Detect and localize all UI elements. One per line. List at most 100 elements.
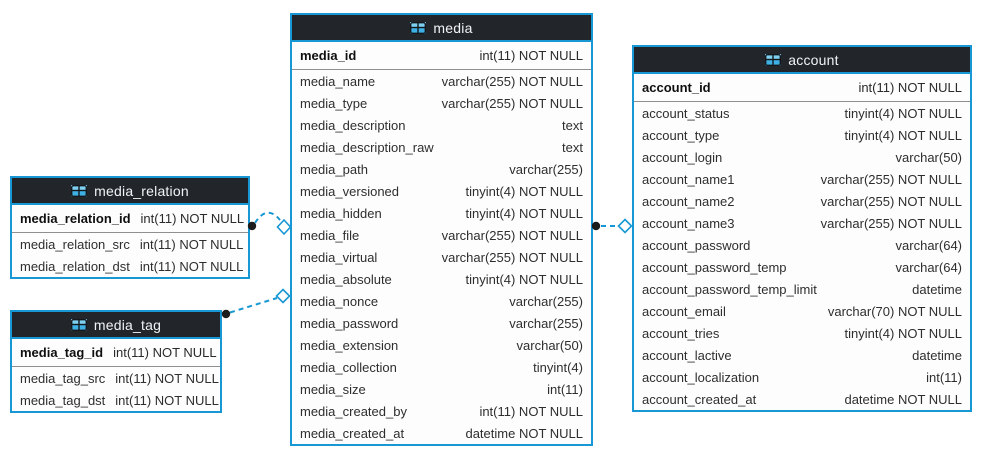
table-row: media_path varchar(255) xyxy=(292,158,591,180)
column-name: media_absolute xyxy=(300,271,392,287)
column-name: media_created_by xyxy=(300,403,407,419)
column-type: datetime xyxy=(912,347,962,363)
column-type: varchar(255) xyxy=(509,315,583,331)
table-icon xyxy=(70,318,87,331)
column-type: tinyint(4) NOT NULL xyxy=(844,127,962,143)
column-name: media_collection xyxy=(300,359,397,375)
table-header[interactable]: media_relation xyxy=(12,178,248,205)
column-type: text xyxy=(562,139,583,155)
column-name: media_nonce xyxy=(300,293,379,309)
column-name: account_email xyxy=(642,303,726,319)
table-account[interactable]: account account_id int(11) NOT NULL acco… xyxy=(632,45,972,412)
connector-dot xyxy=(221,309,231,319)
column-type: tinyint(4) NOT NULL xyxy=(844,105,962,121)
column-type: int(11) xyxy=(926,369,962,385)
table-row: media_file varchar(255) NOT NULL xyxy=(292,224,591,246)
column-type: varchar(255) NOT NULL xyxy=(820,215,962,231)
column-type: varchar(70) NOT NULL xyxy=(827,303,962,319)
column-name: media_tag_id xyxy=(20,345,104,360)
column-type: varchar(255) NOT NULL xyxy=(820,171,962,187)
relationship-media-to-account xyxy=(591,218,633,234)
column-name: media_relation_dst xyxy=(20,258,130,274)
column-name: account_name2 xyxy=(642,193,735,209)
table-title: account xyxy=(788,51,839,68)
connector-diamond xyxy=(275,288,291,304)
table-row: account_password_temp_limit datetime xyxy=(634,278,970,300)
column-name: account_type xyxy=(642,127,720,143)
column-name: account_tries xyxy=(642,325,720,341)
column-name: media_created_at xyxy=(300,425,405,441)
table-media-tag[interactable]: media_tag media_tag_id int(11) NOT NULL … xyxy=(10,310,222,413)
column-type: varchar(255) NOT NULL xyxy=(441,227,583,243)
column-name: media_versioned xyxy=(300,183,400,199)
table-header[interactable]: media xyxy=(292,15,591,42)
column-type: varchar(50) xyxy=(895,149,962,165)
table-media[interactable]: media media_id int(11) NOT NULL media_na… xyxy=(290,13,593,446)
table-row: media_type varchar(255) NOT NULL xyxy=(292,92,591,114)
column-type: int(11) NOT NULL xyxy=(115,392,219,408)
connector-diamond xyxy=(617,218,633,234)
column-name: media_name xyxy=(300,73,376,89)
table-header[interactable]: account xyxy=(634,47,970,74)
column-name: media_type xyxy=(300,95,368,111)
column-type: tinyint(4) xyxy=(533,359,583,375)
connector-diamond xyxy=(276,218,292,236)
column-type: varchar(255) xyxy=(509,161,583,177)
column-name: media_path xyxy=(300,161,368,177)
table-row: account_created_at datetime NOT NULL xyxy=(634,388,970,410)
column-type: datetime NOT NULL xyxy=(844,391,962,407)
column-name: account_password_temp_limit xyxy=(642,281,817,297)
column-name: account_login xyxy=(642,149,723,165)
column-name: media_tag_dst xyxy=(20,392,106,408)
column-type: tinyint(4) NOT NULL xyxy=(465,205,583,221)
table-row: account_status tinyint(4) NOT NULL xyxy=(634,102,970,124)
column-name: account_password xyxy=(642,237,751,253)
column-name: media_file xyxy=(300,227,360,243)
column-name: account_password_temp xyxy=(642,259,787,275)
table-row: media_size int(11) xyxy=(292,378,591,400)
table-media-relation[interactable]: media_relation media_relation_id int(11)… xyxy=(10,176,250,279)
table-row: media_versioned tinyint(4) NOT NULL xyxy=(292,180,591,202)
column-type: tinyint(4) NOT NULL xyxy=(844,325,962,341)
column-type: tinyint(4) NOT NULL xyxy=(465,271,583,287)
column-name: account_created_at xyxy=(642,391,757,407)
column-type: datetime xyxy=(912,281,962,297)
relationship-media-tag-to-media xyxy=(221,288,291,319)
table-icon xyxy=(71,184,88,197)
column-type: varchar(255) NOT NULL xyxy=(441,95,583,111)
table-title: media_relation xyxy=(94,182,189,199)
column-name: media_id xyxy=(300,48,357,63)
column-name: account_status xyxy=(642,105,730,121)
table-row: media_relation_dst int(11) NOT NULL xyxy=(12,255,248,277)
column-type: int(11) xyxy=(547,381,583,397)
column-type: varchar(255) NOT NULL xyxy=(441,249,583,265)
table-row: account_email varchar(70) NOT NULL xyxy=(634,300,970,322)
table-row: media_tag_dst int(11) NOT NULL xyxy=(12,389,220,411)
column-type: varchar(255) NOT NULL xyxy=(820,193,962,209)
column-type: text xyxy=(562,117,583,133)
table-icon xyxy=(410,21,427,34)
column-name: media_size xyxy=(300,381,366,397)
table-title: media xyxy=(433,19,473,36)
table-row: account_type tinyint(4) NOT NULL xyxy=(634,124,970,146)
table-header[interactable]: media_tag xyxy=(12,312,220,339)
pk-row: account_id int(11) NOT NULL xyxy=(634,74,970,102)
pk-row: media_id int(11) NOT NULL xyxy=(292,42,591,70)
column-type: tinyint(4) NOT NULL xyxy=(465,183,583,199)
table-row: account_name2 varchar(255) NOT NULL xyxy=(634,190,970,212)
table-title: media_tag xyxy=(93,316,162,333)
